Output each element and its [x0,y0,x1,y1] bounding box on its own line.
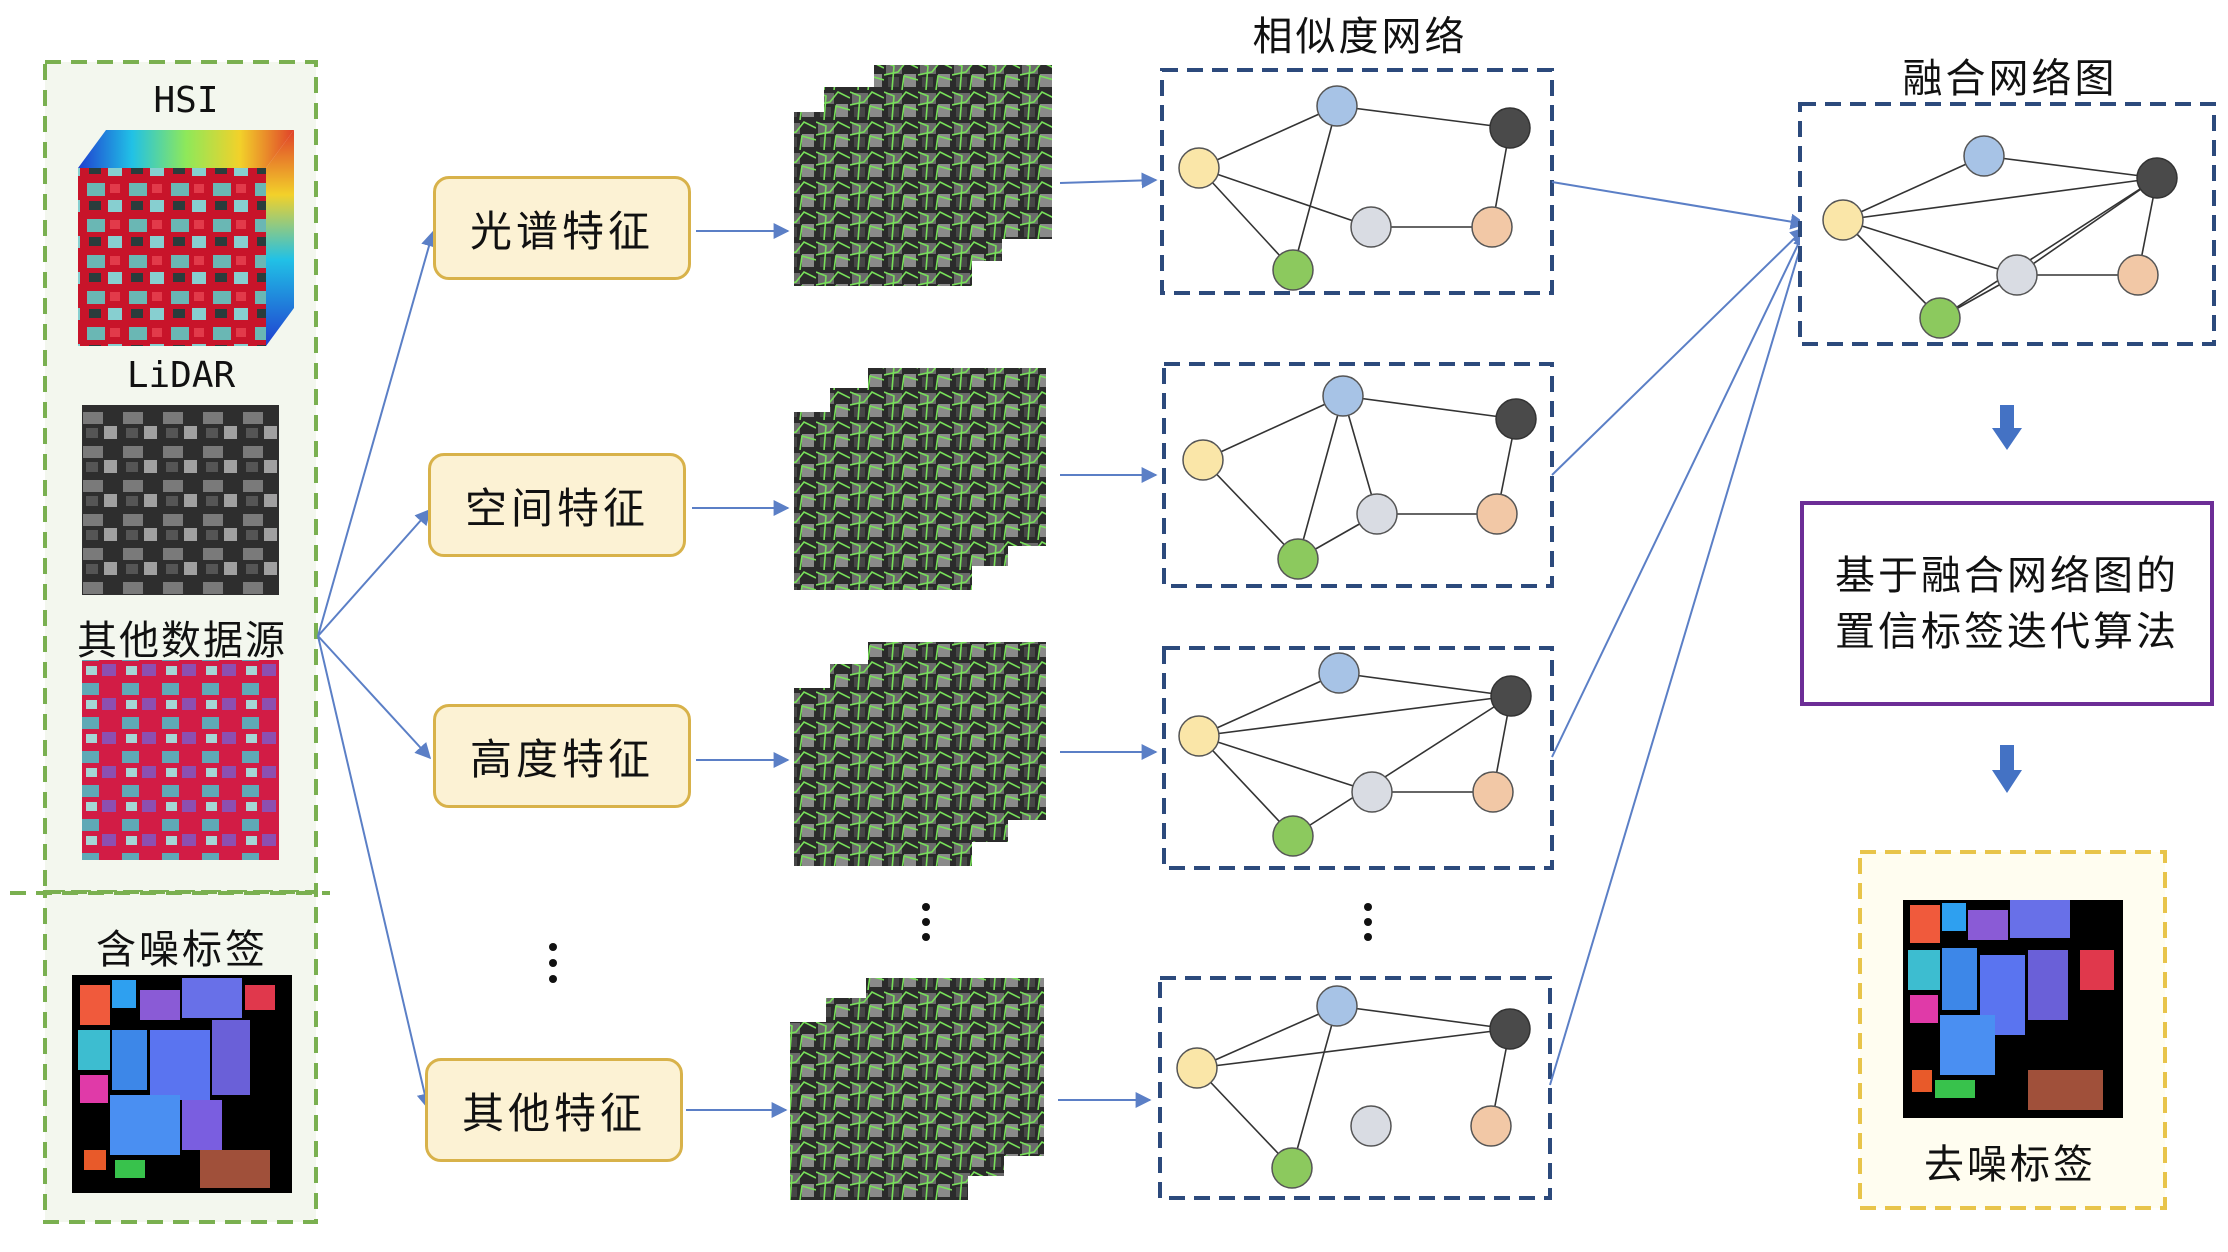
similarity-network-3 [1162,646,1554,870]
noisy-label-title: 含噪标签 [96,927,268,973]
hsi-cube-image [78,130,294,346]
algorithm-line-2: 置信标签迭代算法 [1835,608,2179,655]
feature-spatial: 空间特征 [428,453,686,557]
fusion-arrows [1549,181,1809,1086]
segmentation-stack-3 [794,642,1046,866]
other-source-image [82,660,279,860]
similarity-network-1 [1160,68,1554,295]
hsi-label: HSI [153,80,219,121]
similarity-network-4 [1158,976,1552,1200]
similarity-network-2 [1162,362,1554,588]
algorithm-line-1: 基于融合网络图的 [1835,552,2179,599]
source-arrows [317,230,437,1110]
denoised-label-title: 去噪标签 [1924,1142,2096,1188]
feature-spectral: 光谱特征 [433,176,691,280]
segmentation-stack-1 [794,65,1052,286]
fused-network [1798,102,2216,346]
noisy-label-map [72,975,292,1193]
feature-other: 其他特征 [425,1058,683,1162]
ellipsis-dots [549,903,1372,983]
segmentation-stack-2 [794,368,1046,590]
algorithm-box: 基于融合网络图的 置信标签迭代算法 [1800,501,2214,706]
segmentation-stack-4 [790,978,1044,1200]
similarity-network-title: 相似度网络 [1252,14,1468,60]
other-source-label: 其他数据源 [77,618,287,664]
down-arrows [1992,405,2022,793]
feature-height: 高度特征 [433,704,691,808]
lidar-label: LiDAR [126,355,236,396]
fused-network-title: 融合网络图 [1902,56,2118,102]
denoised-label-map [1903,900,2123,1118]
feature-arrows [686,172,1158,1118]
lidar-image [82,405,279,595]
